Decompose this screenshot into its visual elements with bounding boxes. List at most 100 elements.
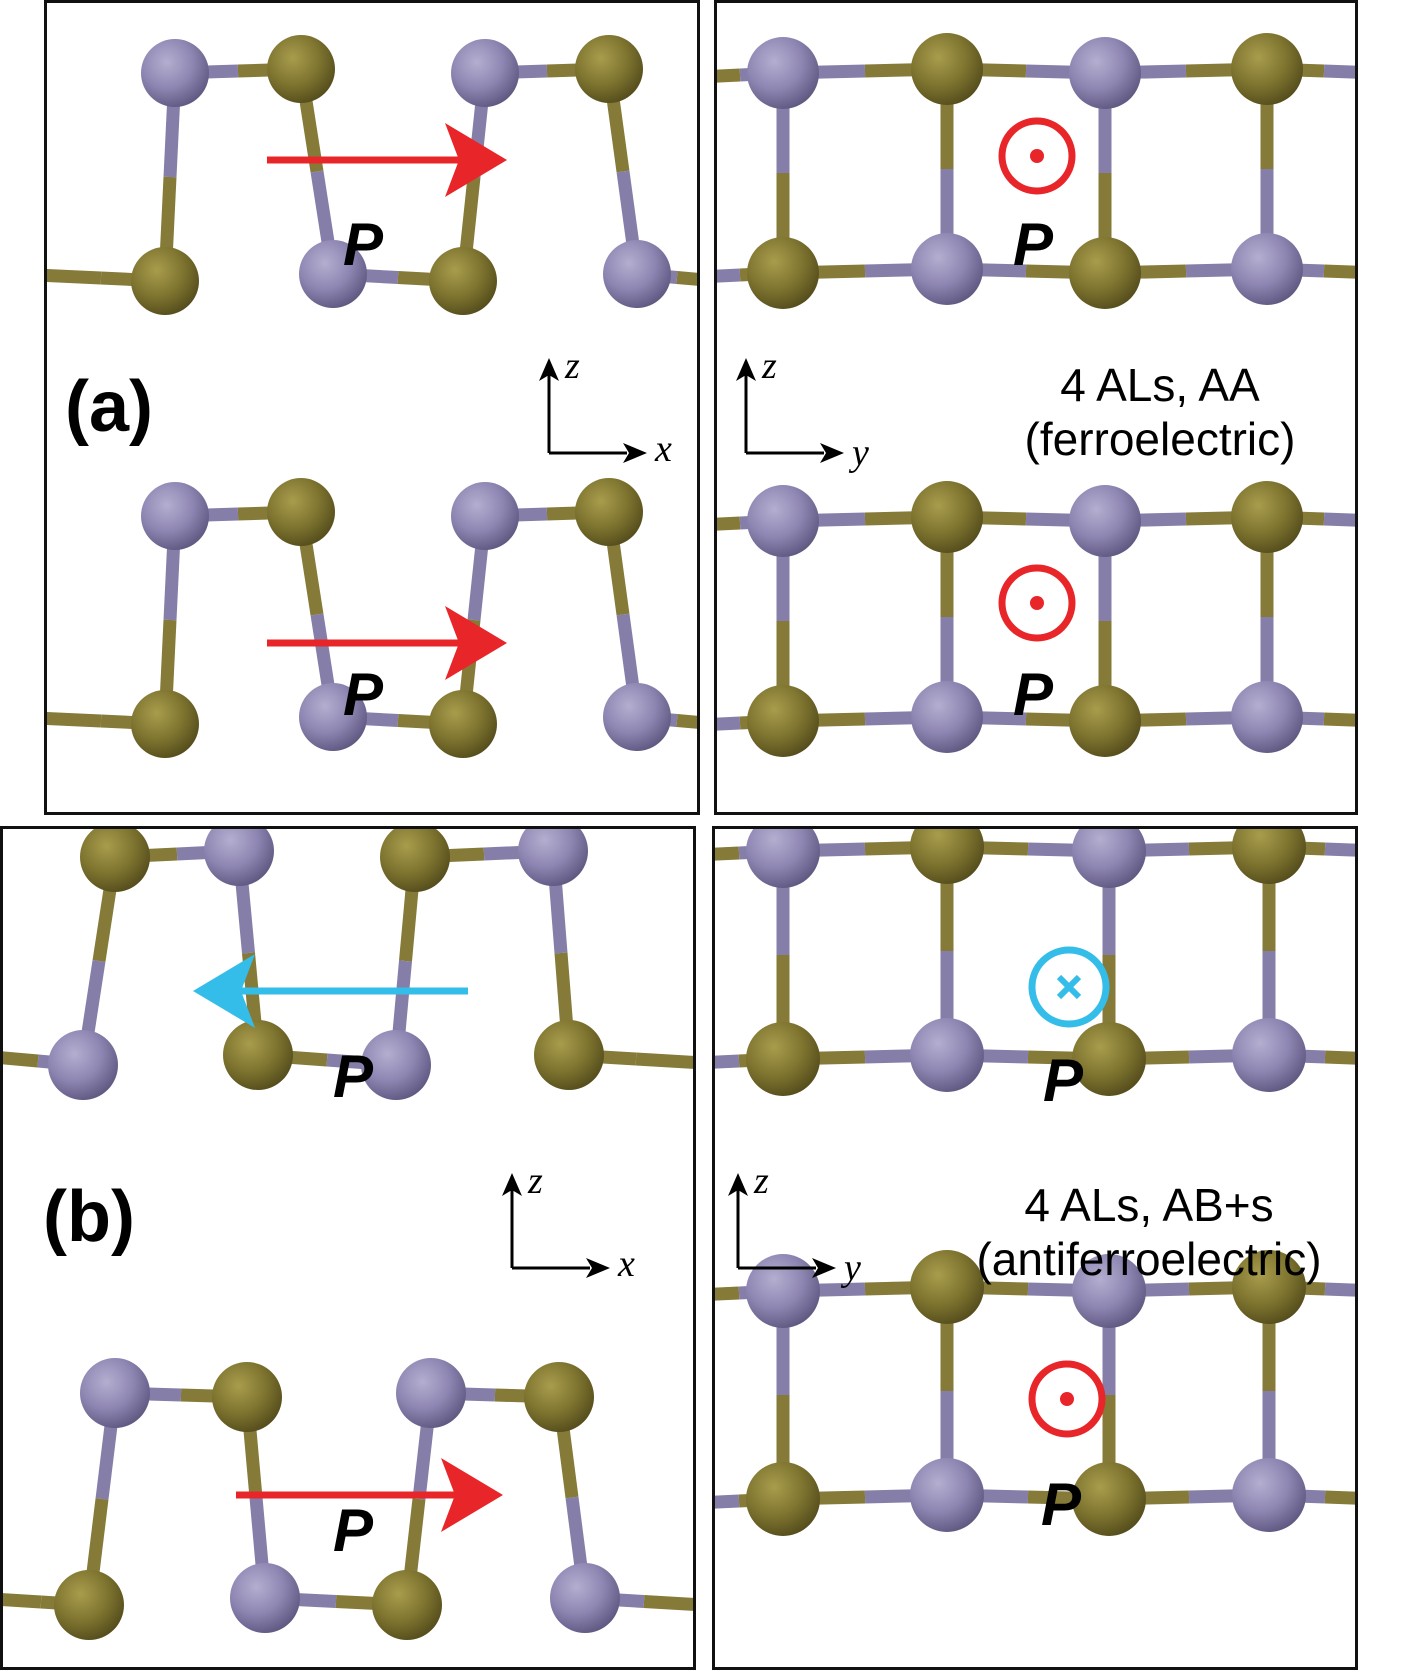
bond [715, 1494, 740, 1509]
atom-purple [746, 1254, 820, 1328]
atoms-a-right [747, 33, 1303, 757]
caption-line-1: 4 ALs, AB+s [1024, 1179, 1274, 1231]
atom-olive [911, 481, 983, 553]
atom-purple [1069, 485, 1141, 557]
atom-purple [230, 1563, 300, 1633]
bond [717, 516, 741, 531]
axis-triad-zx: z x [502, 1160, 635, 1285]
bond [1323, 512, 1355, 527]
atoms-b-right [746, 829, 1306, 1536]
atom-olive [746, 1462, 820, 1536]
atom-olive [429, 690, 497, 758]
atom-olive [911, 33, 983, 105]
bond [717, 68, 741, 83]
atom-olive [223, 1020, 293, 1090]
bond [715, 846, 740, 861]
bond [47, 268, 102, 285]
atom-olive [1072, 1462, 1146, 1536]
z-axis-label: z [527, 1160, 543, 1202]
polarization-label: P [333, 1497, 374, 1564]
atom-purple [361, 1030, 431, 1100]
panel-label-b: (b) [43, 1177, 135, 1257]
axis-triad-zx: z x [539, 345, 672, 470]
atom-olive [747, 237, 819, 309]
bond [717, 268, 741, 283]
bond [715, 1286, 740, 1301]
atom-purple [911, 681, 983, 753]
polarization-into-plane-symbol [1028, 946, 1110, 1028]
structure-caption-b: 4 ALs, AB+s (antiferroelectric) [937, 1179, 1355, 1287]
atom-purple [1069, 37, 1141, 109]
atom-olive [131, 247, 199, 315]
atom-purple [1232, 1458, 1306, 1532]
polarization-label: P [343, 661, 384, 728]
polarization-arrow-b-top [193, 954, 468, 1028]
panel-b-left: P P z x (b) [0, 826, 696, 1670]
structure-a-left: P P z x [47, 35, 697, 758]
atom-purple [747, 37, 819, 109]
polarization-label: P [1013, 211, 1054, 278]
polarization-arrow-a-bottom [267, 606, 507, 680]
bond [717, 716, 741, 731]
atom-purple [1231, 233, 1303, 305]
bond [676, 271, 697, 286]
atom-purple [80, 1358, 150, 1428]
x-axis-label: x [617, 1243, 635, 1285]
polarization-label: P [1043, 1047, 1084, 1114]
polarization-label: P [343, 211, 384, 278]
caption-line-2: (antiferroelectric) [976, 1232, 1322, 1285]
atom-olive [524, 1362, 594, 1432]
atom-olive [372, 1570, 442, 1640]
bond [643, 1595, 693, 1611]
bond [3, 1051, 39, 1068]
atom-purple [299, 683, 367, 751]
bond [1323, 712, 1355, 727]
caption-line-1: 4 ALs, AA [1060, 359, 1260, 411]
polarization-arrow-b-bottom [236, 1458, 503, 1532]
atom-olive [747, 685, 819, 757]
panel-label-a: (a) [65, 367, 153, 447]
z-axis-label: z [753, 1160, 769, 1202]
atom-olive [267, 35, 335, 103]
y-axis-label: y [848, 432, 869, 474]
atom-olive [1232, 829, 1306, 884]
bond [1324, 1050, 1355, 1065]
bond [1324, 1282, 1355, 1297]
atom-olive [267, 478, 335, 546]
atom-purple [1072, 1254, 1146, 1328]
bond [1323, 264, 1355, 279]
atoms-a-left [131, 35, 671, 758]
atom-olive [1069, 685, 1141, 757]
bond [1324, 842, 1355, 857]
y-axis-label: y [840, 1247, 861, 1289]
atom-purple [910, 1018, 984, 1092]
structure-caption-a: 4 ALs, AA (ferroelectric) [985, 359, 1335, 467]
atom-purple [396, 1358, 466, 1428]
caption-line-2: (ferroelectric) [1024, 412, 1296, 465]
structure-b-right: P P z y [715, 829, 1355, 1538]
polarization-out-of-plane-symbol [998, 564, 1076, 642]
atom-olive [54, 1570, 124, 1640]
atom-purple [910, 1458, 984, 1532]
atom-purple [451, 39, 519, 107]
atom-purple [747, 485, 819, 557]
atom-olive [746, 1022, 820, 1096]
atom-purple [911, 233, 983, 305]
atom-purple [603, 240, 671, 308]
atom-purple [1232, 1018, 1306, 1092]
atom-olive [910, 1250, 984, 1324]
atom-purple [204, 829, 274, 886]
atom-purple [451, 482, 519, 550]
polarization-label: P [1013, 661, 1054, 728]
atom-purple [550, 1563, 620, 1633]
axis-triad-zy: z y [736, 345, 869, 474]
atom-olive [575, 478, 643, 546]
bond [1324, 1490, 1355, 1505]
panel-a-right: P P z y 4 ALs, AA (ferroelectric) [714, 0, 1358, 815]
atom-purple [1231, 681, 1303, 753]
atom-olive [131, 690, 199, 758]
atom-olive [910, 829, 984, 884]
bond [3, 1593, 42, 1609]
polarization-label: P [1041, 1471, 1082, 1538]
atom-olive [380, 829, 450, 892]
